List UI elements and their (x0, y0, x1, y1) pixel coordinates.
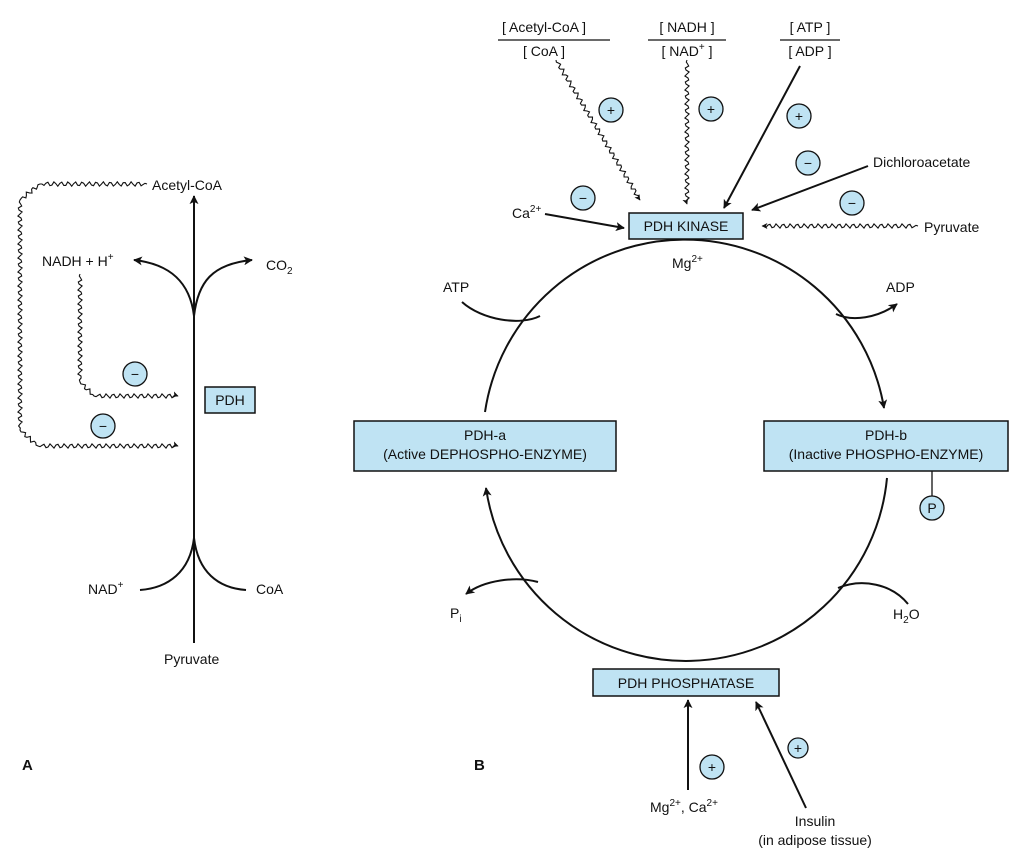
pdh-phosphatase-label: PDH PHOSPHATASE (618, 675, 754, 691)
plus-badge-acetylcoa (598, 97, 624, 123)
plus-badge-mg-ca-label: + (708, 759, 716, 775)
acetyl-coa-label: Acetyl-CoA (152, 177, 223, 193)
ratio-acetylcoa-denominator: [ CoA ] (523, 43, 565, 59)
pdh-box (204, 386, 256, 414)
pdh-b-subtitle: (Inactive PHOSPHO-ENZYME) (789, 446, 983, 462)
pdh-kinase-label: PDH KINASE (644, 218, 729, 234)
minus-badge-acetylcoa (90, 413, 116, 439)
phosphate-tag-label: P (927, 500, 936, 516)
minus-badge-dichloroacetate-label: − (804, 155, 812, 171)
ratio-nadh-numerator: [ NADH ] (659, 19, 714, 35)
ratio-nadh-denominator: [ NAD+ ] (662, 42, 713, 59)
pyruvate-label-a: Pyruvate (164, 651, 219, 667)
nadh-label: NADH + H+ (42, 252, 114, 269)
dichloroacetate-label: Dichloroacetate (873, 154, 970, 170)
minus-badge-acetylcoa-label: − (99, 418, 107, 434)
pdh-b-box (763, 420, 1009, 472)
cycle-lower-arc (482, 477, 888, 662)
pdh-a-title: PDH-a (464, 427, 506, 443)
pdh-label: PDH (215, 392, 245, 408)
water-input-curve (837, 582, 909, 605)
pi-label: Pi (450, 605, 462, 625)
plus-badge-nadh-label: + (707, 101, 715, 117)
nadh-output-curve (133, 256, 195, 317)
coa-label: CoA (256, 581, 284, 597)
nad-input-curve (139, 537, 195, 591)
ratio-acetylcoa-numerator: [ Acetyl-CoA ] (502, 19, 586, 35)
nadh-ratio-wavy (682, 59, 690, 205)
atp-input-curve (461, 301, 541, 322)
atp-label: ATP (443, 279, 469, 295)
minus-badge-dichloroacetate (795, 150, 821, 176)
nadh-feedback-wavy (77, 273, 179, 399)
magnesium-label: Mg2+ (672, 254, 703, 271)
pdh-a-box (353, 420, 617, 472)
pdh-kinase-box (628, 212, 744, 240)
co2-output-curve (193, 256, 253, 317)
minus-badge-nadh-label: − (131, 366, 139, 382)
calcium-arrow (544, 213, 625, 232)
nad-label: NAD+ (88, 580, 124, 597)
dichloroacetate-arrow (751, 165, 869, 212)
calcium-label: Ca2+ (512, 204, 541, 221)
phosphate-output-curve (465, 578, 539, 595)
mg-ca-label: Mg2+, Ca2+ (650, 798, 718, 815)
ratio-atp-denominator: [ ADP ] (788, 43, 831, 59)
pyruvate-wavy (761, 223, 919, 229)
pdh-phosphatase-box (592, 668, 780, 697)
atp-ratio-arrow (723, 65, 801, 209)
plus-badge-nadh (698, 96, 724, 122)
insulin-label: Insulin (795, 813, 835, 829)
plus-badge-insulin (787, 737, 809, 759)
phosphate-tag (919, 495, 945, 521)
adp-label: ADP (886, 279, 915, 295)
panel-b-label: B (474, 757, 485, 774)
plus-badge-insulin-label: + (794, 740, 802, 756)
plus-badge-atp-label: + (795, 108, 803, 124)
minus-badge-nadh (122, 361, 148, 387)
pdh-b-title: PDH-b (865, 427, 907, 443)
minus-badge-calcium (570, 185, 596, 211)
plus-badge-atp (786, 103, 812, 129)
panel-b: B [ Acetyl-CoA ] [ CoA ] [ NADH ] [ NAD+… (353, 19, 1009, 848)
minus-badge-calcium-label: − (579, 190, 587, 206)
adp-output-curve (835, 303, 898, 320)
plus-badge-acetylcoa-label: + (607, 102, 615, 118)
minus-badge-pyruvate-label: − (848, 195, 856, 211)
ratio-atp-numerator: [ ATP ] (790, 19, 831, 35)
co2-label: CO2 (266, 257, 293, 277)
pyruvate-label-b: Pyruvate (924, 219, 979, 235)
water-label: H2O (893, 606, 920, 626)
panel-a-label: A (22, 757, 33, 774)
insulin-arrow (755, 701, 807, 809)
cycle-upper-arc (484, 238, 888, 413)
coa-input-curve (193, 537, 247, 591)
insulin-note: (in adipose tissue) (758, 832, 872, 848)
panel-a: A Acetyl-CoA NADH + H+ CO2 NAD+ CoA Pyru… (17, 177, 293, 774)
minus-badge-pyruvate (839, 190, 865, 216)
pdh-a-subtitle: (Active DEPHOSPHO-ENZYME) (383, 446, 587, 462)
acetylcoa-ratio-wavy (555, 59, 641, 201)
plus-badge-mg-ca (699, 754, 725, 780)
acetylcoa-feedback-wavy (17, 180, 179, 449)
